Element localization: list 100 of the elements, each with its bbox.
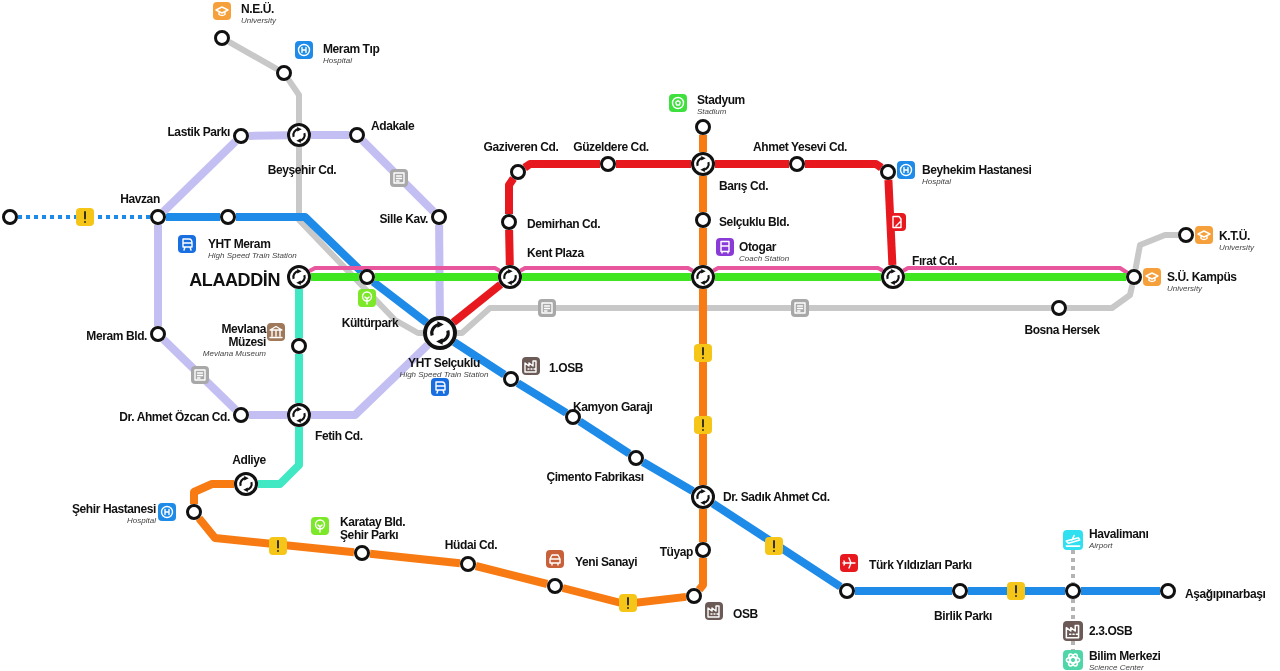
station-name: Kültürpark xyxy=(341,317,399,330)
station-name: Karatay Bld. Şehir Parkı xyxy=(340,516,407,542)
metro-line xyxy=(710,500,843,590)
metro-line xyxy=(715,160,789,168)
station-subtitle: Hospital xyxy=(922,177,952,186)
metro-line xyxy=(561,584,687,608)
metro-line xyxy=(699,289,707,485)
metro-line xyxy=(522,160,600,171)
station-name: ALAADDİN xyxy=(189,270,280,290)
metro-line xyxy=(699,135,707,152)
station-name: Adakale xyxy=(371,120,415,133)
metro-line xyxy=(286,77,302,123)
metro-line xyxy=(1071,641,1075,650)
metro-line xyxy=(248,131,288,140)
metro-line xyxy=(505,176,517,214)
station-name: Barış Cd. xyxy=(719,180,769,193)
metro-line xyxy=(699,176,707,212)
station-name: Demirhan Cd. xyxy=(527,218,601,231)
station-name: 2.3.OSB xyxy=(1089,625,1133,638)
station-subtitle: Stadium xyxy=(697,107,728,116)
station-name: Şehir Hastanesi xyxy=(71,503,156,516)
metro-line xyxy=(474,562,549,588)
station-subtitle: University xyxy=(1219,243,1255,252)
metro-line xyxy=(227,39,279,72)
metro-line xyxy=(1071,599,1075,621)
station-name: Adliye xyxy=(232,454,266,467)
metro-line xyxy=(715,273,881,281)
station-subtitle: Airport xyxy=(1089,541,1114,550)
station-subtitle: High Speed Train Station xyxy=(208,251,297,260)
station-circle xyxy=(1065,583,1081,599)
station-name: Havzan xyxy=(120,193,160,206)
metro-line xyxy=(311,341,431,419)
station-name: Hüdai Cd. xyxy=(444,539,498,552)
metro-line xyxy=(805,160,884,171)
metro-line xyxy=(375,273,498,281)
metro-line xyxy=(905,273,1126,281)
station-name: Havalimanı xyxy=(1089,528,1149,541)
station-circle xyxy=(2,209,18,225)
metro-line xyxy=(311,131,349,139)
metro-line xyxy=(435,224,444,317)
metro-line xyxy=(968,587,1065,595)
station-name: Beyhekim Hastanesi xyxy=(922,164,1032,177)
station-name: Türk Yıldızları Parkı xyxy=(869,559,972,572)
station-name: Ahmet Yesevi Cd. xyxy=(752,141,848,154)
metro-line xyxy=(1067,284,1136,311)
station-subtitle: Coach Station xyxy=(739,254,790,263)
metro-line xyxy=(1132,232,1178,270)
metro-line xyxy=(160,336,239,413)
station-name: Bilim Merkezi xyxy=(1089,650,1161,663)
station-name: Bosna Hersek xyxy=(1024,324,1100,337)
station-subtitle: University xyxy=(1167,284,1204,293)
metro-line xyxy=(712,266,884,273)
metro-line xyxy=(295,354,303,403)
station-subtitle: High Speed Train Station xyxy=(399,370,489,379)
metro-line xyxy=(519,266,694,273)
metro-line xyxy=(195,515,355,557)
station-name: Fetih Cd. xyxy=(315,430,363,443)
station-name: Sille Kav. xyxy=(379,213,428,226)
station-name: YHT Meram xyxy=(208,238,272,251)
station-subtitle: Hospital xyxy=(323,56,353,65)
metro-line xyxy=(616,160,691,168)
metro-line xyxy=(295,289,303,338)
metro-line xyxy=(311,273,359,281)
metro-line xyxy=(160,138,239,215)
station-subtitle: Hospital xyxy=(126,516,156,525)
station-name: Tüyap xyxy=(659,546,693,559)
metro-line xyxy=(522,273,691,281)
station-name: Aşağıpınarbaşı xyxy=(1185,588,1266,601)
station-name: K.T.Ü. xyxy=(1219,230,1251,243)
station-name: Beyşehir Cd. xyxy=(267,164,337,177)
station-name: Birlik Parkı xyxy=(934,610,992,623)
metro-line xyxy=(699,509,707,542)
metro-line xyxy=(884,179,897,266)
metro-line xyxy=(258,427,303,488)
station-name: Dr. Ahmet Özcan Cd. xyxy=(119,411,230,424)
metro-line xyxy=(190,480,234,504)
station-name: Selçuklu Bld. xyxy=(719,216,790,229)
station-name: N.E.Ü. xyxy=(241,3,275,16)
metro-line xyxy=(855,587,952,595)
station-subtitle: Science Center xyxy=(1089,663,1145,671)
station-name: 1.OSB xyxy=(549,362,583,375)
metro-line xyxy=(696,558,707,593)
metro-line xyxy=(699,228,707,265)
station-name: Stadyum xyxy=(697,94,745,107)
station-name: OSB xyxy=(733,608,758,621)
metro-line xyxy=(456,305,1051,336)
metro-line xyxy=(296,147,423,336)
station-name: Kamyon Garajı xyxy=(573,401,653,414)
station-name: Lastik Parkı xyxy=(167,126,230,139)
station-name: S.Ü. Kampüs xyxy=(1167,271,1237,284)
metro-line xyxy=(1071,550,1075,583)
station-name: Meram Bld. xyxy=(86,330,147,343)
station-name: YHT Selçuklu xyxy=(407,357,481,370)
station-name: Otogar xyxy=(739,241,778,254)
metro-line xyxy=(640,458,695,495)
station-name: Mevlana Müzesi xyxy=(220,323,266,349)
station-name: Gaziveren Cd. xyxy=(483,141,559,154)
station-name: Dr. Sadık Ahmet Cd. xyxy=(723,491,830,504)
metro-line xyxy=(452,338,507,379)
metro-line xyxy=(18,215,150,219)
